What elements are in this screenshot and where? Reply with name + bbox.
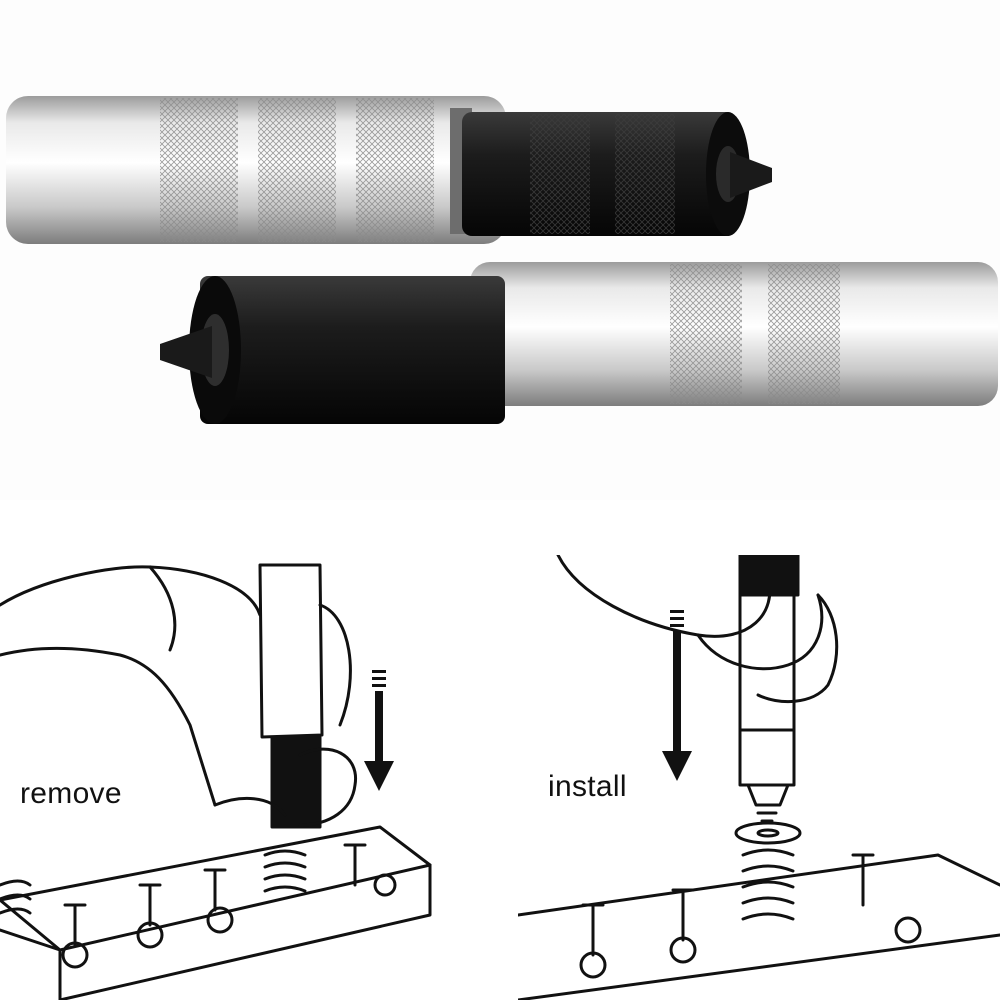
knurl-band: [258, 98, 336, 242]
remove-line-art: [0, 563, 432, 1000]
install-diagram-panel: install: [518, 555, 1000, 1000]
install-line-art: [518, 555, 1000, 1000]
black-sleeve-top: [462, 112, 737, 236]
down-arrow-icon: [364, 670, 394, 791]
product-photo: [6, 96, 998, 424]
tools-illustration: [6, 96, 998, 424]
down-arrow-icon: [662, 610, 692, 781]
tool-bottom: [160, 262, 998, 424]
install-caption: install: [548, 770, 627, 803]
knurl-band: [356, 98, 434, 242]
remove-diagram-panel: remove: [0, 555, 482, 1000]
cone-tip-bottom: [160, 326, 212, 378]
remove-caption: remove: [20, 777, 122, 810]
tool-top: [6, 96, 772, 244]
knurl-band: [670, 264, 742, 404]
black-sleeve-bottom: [200, 276, 505, 424]
knurl-band: [768, 264, 840, 404]
cone-tip-top: [730, 152, 772, 198]
knurl-band: [160, 98, 238, 242]
